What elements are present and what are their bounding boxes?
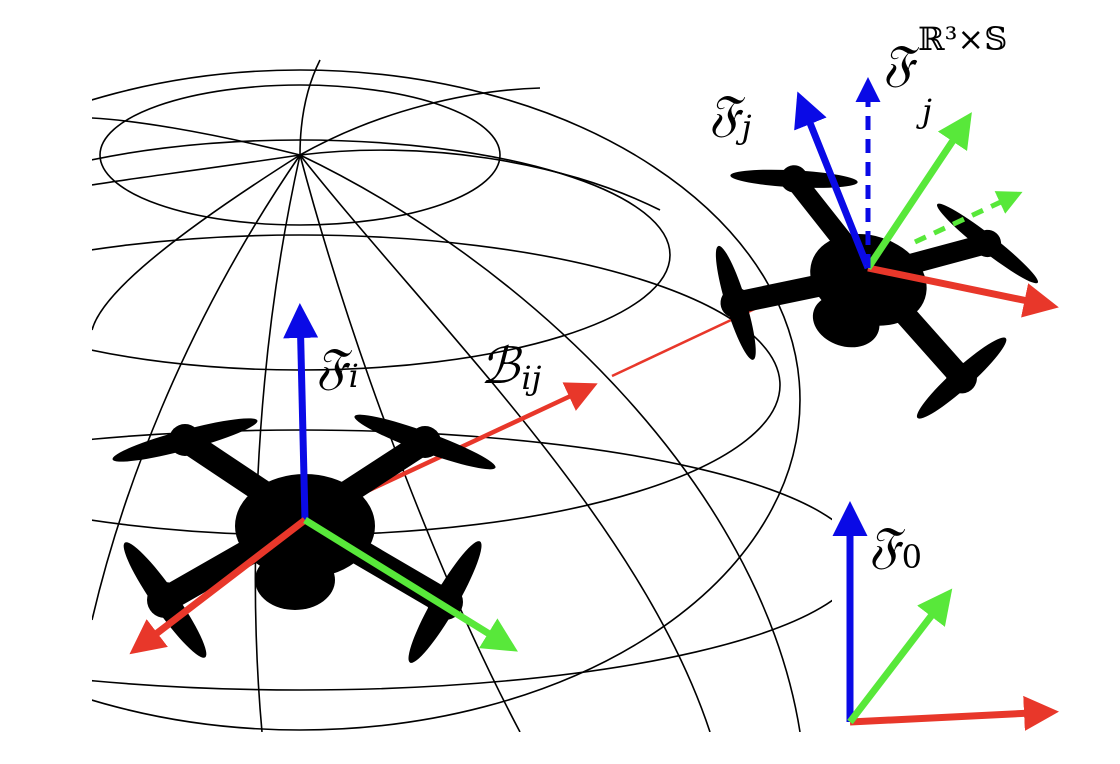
frame-0-axes <box>832 501 1059 731</box>
label-frame-j-base: 𝔉 <box>708 84 746 142</box>
label-frame-j: 𝔉j <box>708 84 752 146</box>
label-frame-j-proj-sub: j <box>916 92 932 130</box>
label-frame-0-sub: 0 <box>902 538 922 576</box>
label-frame-j-proj-base: 𝔉 <box>882 34 920 92</box>
drone-j <box>673 132 1056 446</box>
label-frame-i-base: 𝔉 <box>315 337 353 395</box>
label-bearing-base: ℬ <box>480 337 523 395</box>
label-bearing-sub: ij <box>521 359 541 397</box>
label-bearing: ℬij <box>480 337 542 397</box>
frame-i-axes <box>129 303 518 655</box>
label-frame-i-sub: i <box>349 357 359 395</box>
label-frame-0: 𝔉0 <box>868 516 922 576</box>
label-frame-j-proj-sup: ℝ³×𝕊 <box>918 20 1007 58</box>
label-frame-0-base: 𝔉 <box>868 516 906 574</box>
frame-j-axes <box>794 77 1059 318</box>
label-frame-j-proj: 𝔉j ℝ³×𝕊 <box>882 20 1007 130</box>
label-frame-i: 𝔉i <box>315 337 359 395</box>
